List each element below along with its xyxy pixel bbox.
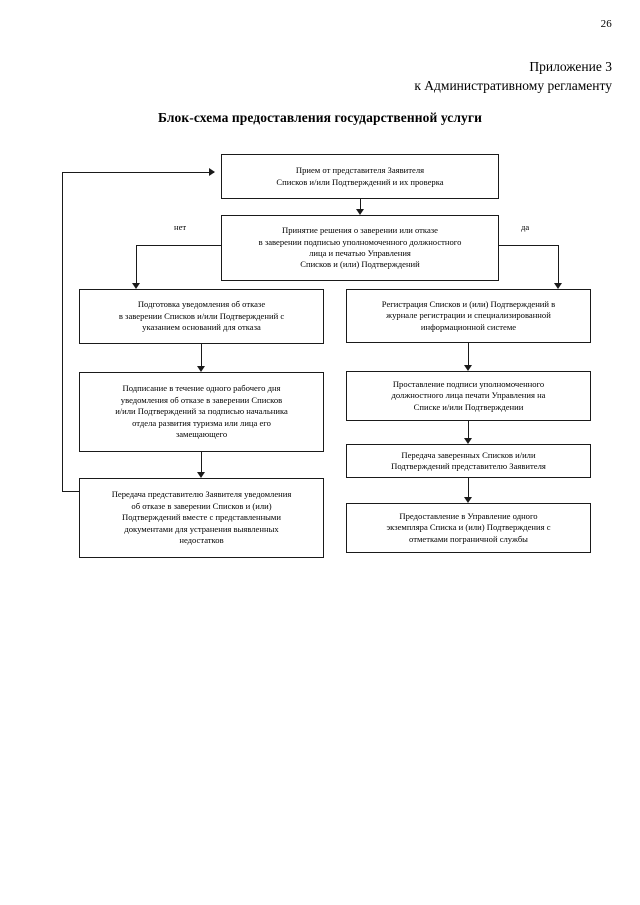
appendix-heading: Приложение 3 к Административному регламе…: [414, 57, 612, 95]
arrow-refusal-sign-handover: [197, 472, 205, 478]
arrow-certified-border: [464, 497, 472, 503]
connector-intake-decision: [360, 199, 361, 213]
arrow-refusal-prepare-sign: [197, 366, 205, 372]
node-decision-line-4: Списков и (или) Подтверждений: [300, 259, 420, 270]
node-refusal-handover-line-3: Подтверждений вместе с представленными: [122, 512, 281, 523]
node-signature-stamp-line-3: Списке и/или Подтверждении: [413, 401, 524, 412]
node-signature-stamp[interactable]: Проставление подписи уполномоченного дол…: [346, 371, 591, 421]
node-decision[interactable]: Принятие решения о заверении или отказе …: [221, 215, 499, 281]
appendix-line-2: к Административному регламенту: [414, 78, 612, 93]
connector-refusal-sign-handover: [201, 452, 202, 476]
node-refusal-sign-line-3: и/или Подтверждений за подписью начальни…: [115, 406, 288, 417]
node-border-copy-line-3: отметками пограничной службы: [409, 533, 528, 544]
node-certified-handover-line-1: Передача заверенных Списков и/или: [401, 449, 536, 460]
node-refusal-handover-line-5: недостатков: [179, 535, 224, 546]
arrow-intake-decision: [356, 209, 364, 215]
node-refusal-sign-line-5: замещающего: [175, 429, 228, 440]
node-registration-line-2: журнале регистрации и специализированной: [386, 310, 551, 321]
node-signature-stamp-line-1: Проставление подписи уполномоченного: [392, 378, 545, 389]
node-intake-line-2: Списков и/или Подтверждений и их проверк…: [276, 176, 444, 187]
node-certified-handover-line-2: Подтверждений представителю Заявителя: [391, 461, 546, 471]
node-refusal-sign-line-2: уведомления об отказе в заверении Списко…: [120, 394, 283, 405]
page-number: 26: [600, 18, 612, 30]
node-signature-stamp-line-2: должностного лица печати Управления на: [391, 390, 546, 401]
node-refusal-handover-line-2: об отказе в заверении Списков и (или): [131, 500, 272, 511]
node-refusal-prepare-line-1: Подготовка уведомления об отказе: [137, 299, 266, 310]
connector-no-horizontal: [136, 245, 221, 246]
connector-loop-vertical: [62, 172, 63, 491]
node-refusal-prepare[interactable]: Подготовка уведомления об отказе в завер…: [79, 289, 324, 344]
arrow-yes-branch: [554, 283, 562, 289]
node-refusal-handover-line-4: документами для устранения выявленных: [124, 523, 279, 534]
node-decision-line-3: лица и печатью Управления: [309, 248, 411, 258]
node-certified-handover[interactable]: Передача заверенных Списков и/или Подтве…: [346, 444, 591, 478]
arrow-no-branch: [132, 283, 140, 289]
connector-registration-signature: [468, 343, 469, 369]
connector-certified-border: [468, 478, 469, 501]
node-registration-line-1: Регистрация Списков и (или) Подтверждени…: [381, 298, 556, 309]
node-refusal-sign-line-1: Подписание в течение одного рабочего дня: [122, 383, 281, 394]
connector-yes-vertical: [558, 245, 559, 287]
connector-loop-top: [62, 172, 214, 173]
node-intake-line-1: Прием от представителя Заявителя: [295, 165, 425, 176]
node-decision-line-1: Принятие решения о заверении или отказе: [282, 225, 438, 236]
node-border-copy-line-2: экземпляра Списка и (или) Подтверждения …: [386, 522, 551, 533]
node-decision-line-2: в заверении подписью уполномоченного дол…: [258, 236, 462, 247]
arrow-signature-certified: [464, 438, 472, 444]
node-refusal-sign[interactable]: Подписание в течение одного рабочего дня…: [79, 372, 324, 452]
connector-loop-bottom: [62, 491, 79, 492]
node-refusal-prepare-line-2: в заверении Списков и/или Подтверждений …: [118, 310, 285, 321]
node-refusal-sign-line-4: отдела развития туризма или лица его: [132, 417, 271, 428]
node-border-copy-line-1: Предоставление в Управление одного: [399, 510, 538, 521]
node-refusal-prepare-line-3: указанием оснований для отказа: [142, 322, 261, 333]
edge-label-yes: да: [519, 222, 532, 232]
node-intake[interactable]: Прием от представителя Заявителя Списков…: [221, 154, 499, 199]
connector-no-vertical: [136, 245, 137, 287]
node-registration-line-3: информационной системе: [420, 321, 517, 332]
page-title: Блок-схема предоставления государственно…: [158, 110, 482, 125]
edge-label-no: нет: [172, 222, 189, 232]
node-registration[interactable]: Регистрация Списков и (или) Подтверждени…: [346, 289, 591, 343]
arrow-into-intake: [209, 168, 215, 176]
connector-signature-certified: [468, 421, 469, 442]
connector-yes-horizontal: [499, 245, 559, 246]
appendix-line-1: Приложение 3: [529, 59, 612, 74]
arrow-registration-signature: [464, 365, 472, 371]
connector-refusal-prepare-sign: [201, 344, 202, 370]
node-refusal-handover-line-1: Передача представителю Заявителя уведомл…: [111, 489, 292, 500]
node-refusal-handover[interactable]: Передача представителю Заявителя уведомл…: [79, 478, 324, 558]
node-border-copy[interactable]: Предоставление в Управление одного экзем…: [346, 503, 591, 553]
